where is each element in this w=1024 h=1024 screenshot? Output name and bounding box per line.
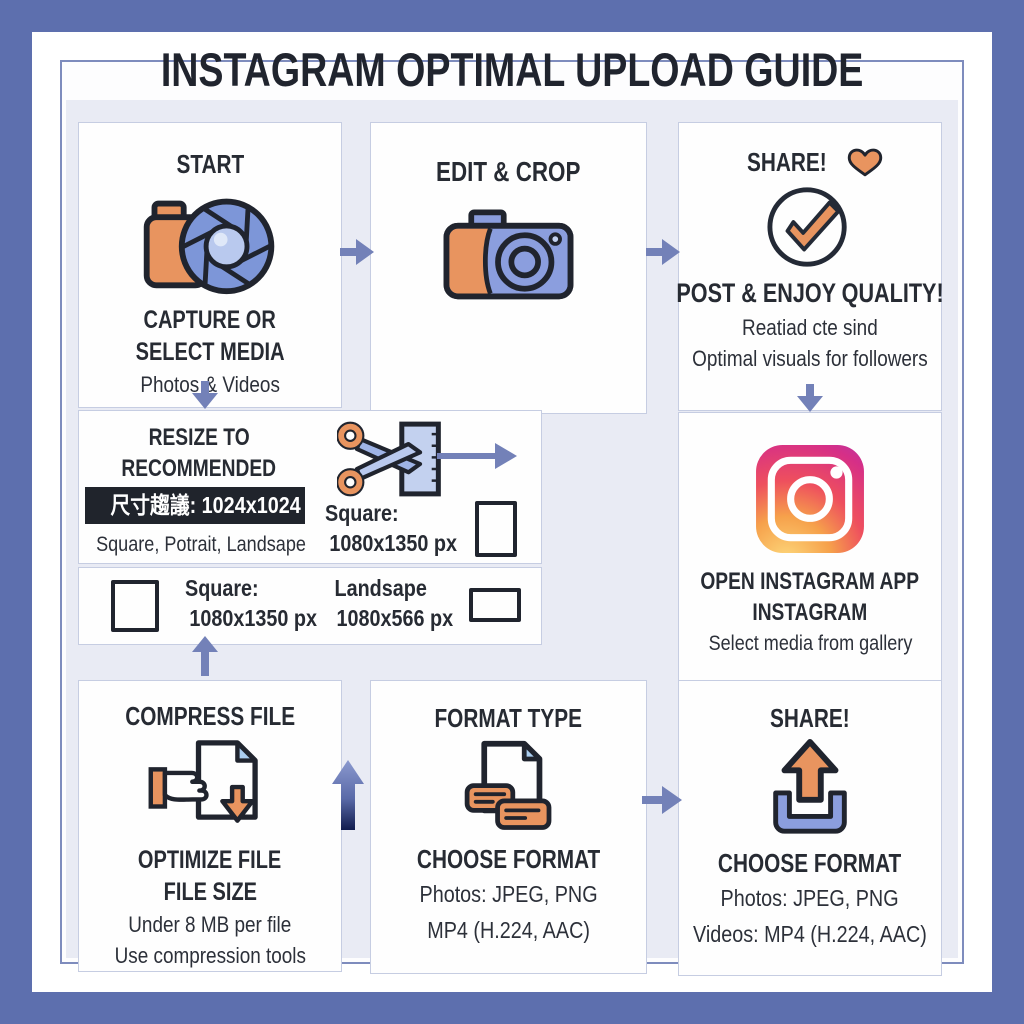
step-share-subtitle: CHOOSE FORMAT [718, 848, 902, 879]
step-post-heading-row: SHARE! [737, 147, 883, 179]
step-capture-subtitle: CAPTURE OR SELECT MEDIA [135, 306, 285, 367]
instagram-icon [756, 445, 864, 553]
square-rect-icon [111, 580, 159, 632]
step-capture-heading: START [176, 149, 244, 179]
step-format-box: FORMAT TYPE CHOOSE FORMAT Photos: JPEG, … [370, 680, 647, 974]
step-capture-box: START CAPTURE OR SELECT MEDIA Photos & V… [78, 122, 342, 408]
arrow-edit-to-post [646, 239, 680, 265]
step-post-caption-2: Optimal visuals for followers [692, 345, 928, 371]
step-resize-box: RESIZE TO RECOMMENDED 尺寸趨議: 1024x1024 Sq… [78, 410, 542, 564]
step-share-caption-1: Photos: JPEG, PNG [720, 885, 900, 912]
camera-icon [443, 209, 574, 299]
step-post-subtitle: POST & ENJOY QUALITY! [676, 278, 944, 308]
check-circle-icon [767, 187, 847, 267]
step-edit-heading: EDIT & CROP [436, 156, 581, 187]
step-edit-box: EDIT & CROP [370, 122, 647, 414]
landscape-rect-icon [469, 588, 521, 622]
step-share-caption-2: Videos: MP4 (H.224, AAC) [693, 921, 927, 948]
step-openapp-line1: OPEN INSTAGRAM APP [700, 568, 920, 595]
step-compress-caption-2: Use compression tools [114, 942, 306, 968]
portrait-rect-icon [475, 501, 517, 557]
heart-icon [847, 148, 883, 177]
landscape-size-label: Landsape 1080x566 px [334, 575, 454, 631]
file-format-icon [464, 741, 551, 831]
size-options-box: Square: 1080x1350 px Landsape 1080x566 p… [78, 567, 542, 645]
step-compress-box: COMPRESS FILE OPTIMIZE FILE FILE SIZE Un… [78, 680, 342, 972]
step-openapp-caption: Select media from gallery [708, 632, 912, 656]
step-resize-heading: RESIZE TO RECOMMENDED [121, 424, 277, 482]
step-compress-heading: COMPRESS FILE [125, 701, 295, 731]
step-post-caption-1: Reatiad cte sind [742, 315, 878, 341]
step-compress-caption-1: Under 8 MB per file [128, 912, 292, 938]
step-resize-caption: Square, Potrait, Landsape [96, 533, 306, 556]
camera-aperture-icon [143, 198, 275, 295]
step-openapp-line2: INSTAGRAM [752, 598, 868, 626]
step-format-caption-1: Photos: JPEG, PNG [419, 881, 598, 908]
arrow-post-to-openapp [797, 384, 823, 412]
arrow-capture-to-edit [340, 239, 374, 265]
step-format-caption-2: MP4 (H.224, AAC) [427, 917, 590, 944]
arrow-format-to-share [642, 786, 682, 814]
step-post-box: SHARE! POST & ENJOY QUALITY! Reatiad cte… [676, 122, 944, 411]
page-title: INSTAGRAM OPTIMAL UPLOAD GUIDE [160, 43, 864, 96]
compress-file-icon [148, 740, 258, 824]
step-format-subtitle: CHOOSE FORMAT [416, 844, 601, 875]
size-recommendation-badge: 尺寸趨議: 1024x1024 [85, 487, 305, 525]
scissors-crop-icon [337, 421, 441, 497]
arrow-compress-to-resize [192, 636, 218, 676]
arrow-capture-to-resize [192, 381, 218, 409]
step-share-box: SHARE! CHOOSE FORMAT Photos: JPEG, PNG V… [678, 680, 942, 976]
arrow-compress-to-format [332, 760, 364, 830]
portrait-size-label: Square: 1080x1350 px [324, 500, 457, 556]
square-size-label: Square: 1080x1350 px [184, 575, 317, 631]
step-share-heading: SHARE! [770, 703, 850, 733]
upload-icon [773, 739, 847, 834]
step-post-heading: SHARE! [747, 147, 827, 178]
step-openapp-box: OPEN INSTAGRAM APP INSTAGRAM Select medi… [678, 412, 942, 687]
step-compress-subtitle: OPTIMIZE FILE FILE SIZE [138, 846, 282, 907]
arrow-crop-output [437, 443, 517, 469]
step-format-heading: FORMAT TYPE [434, 703, 583, 733]
